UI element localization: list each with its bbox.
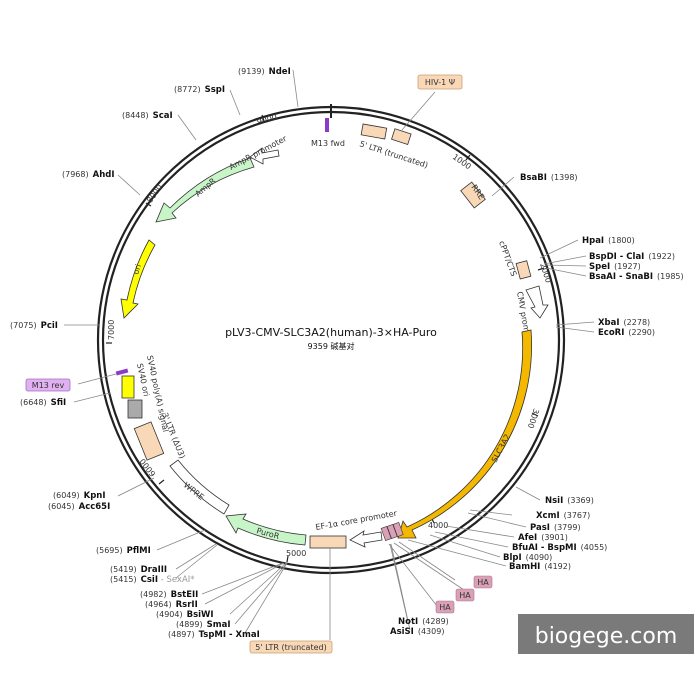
site-bsiwi: (4904)BsiWI — [156, 610, 214, 620]
site-bsaai: BsaAI - SnaBI(1985) — [589, 272, 684, 282]
cppt-label: cPPT/CTS — [497, 240, 518, 278]
ampr-promoter-label: AmpR promoter — [228, 134, 289, 172]
site-pasi: PasI(3799) — [530, 523, 581, 533]
site-noti: NotI(4289) — [398, 617, 449, 627]
site-csii: (5415)CsiI - SexAI* — [110, 575, 195, 585]
site-pcii: (7075)PciI — [10, 321, 58, 331]
site-ndei: (9139)NdeI — [238, 67, 291, 77]
ltr5b-label: 5' LTR (truncated) — [255, 643, 326, 652]
tick-9000: 9000 — [256, 112, 278, 127]
rre-box — [460, 181, 486, 209]
ori-arrow — [120, 239, 156, 319]
hiv-psi-label: HIV-1 Ψ — [425, 78, 455, 87]
ltr5-label: 5' LTR (truncated) — [358, 139, 429, 170]
slc3a2-label: SLC3A2 — [490, 433, 512, 464]
ltr3-box — [133, 421, 165, 461]
plasmid-size: 9359 碱基对 — [308, 341, 355, 351]
ori-label: ori — [131, 263, 143, 276]
m13-rev-box — [25, 378, 71, 392]
site-bfuai: BfuAI - BspMI(4055) — [512, 543, 607, 553]
site-hpai: HpaI(1800) — [582, 236, 635, 246]
watermark-text: biogege.com — [535, 624, 678, 649]
site-xcmi: XcmI(3767) — [536, 511, 590, 521]
slc3a2-arrow — [397, 329, 532, 539]
site-afei: AfeI(3901) — [518, 533, 568, 543]
site-rsrii: (4964)RsrII — [145, 600, 198, 610]
site-sspi: (8772)SspI — [174, 85, 225, 95]
tick-5000: 5000 — [286, 549, 306, 558]
m13-rev-label: M13 rev — [32, 381, 65, 390]
site-leaders-left — [64, 69, 299, 634]
site-pflmi: (5695)PflMI — [96, 546, 151, 556]
watermark-box — [518, 614, 694, 654]
cppt-box — [515, 260, 532, 280]
cmv-promoter-arrow — [525, 285, 549, 319]
site-tspmi: (4897)TspMI - XmaI — [168, 630, 260, 640]
puror-arrow — [225, 513, 307, 546]
m13-rev-leader — [77, 373, 117, 385]
ha-box-1-label: HA — [477, 578, 489, 587]
site-asisi: AsiSI(4309) — [390, 627, 444, 637]
site-blpi: BlpI(4090) — [503, 553, 552, 563]
backbone-outer — [96, 105, 566, 575]
ha-tags — [380, 521, 404, 541]
m13-fwd-marker — [325, 118, 329, 132]
ampr-promoter-arrow — [249, 147, 280, 165]
hiv-psi-box — [417, 74, 463, 90]
site-ecori: EcoRI(2290) — [598, 328, 655, 338]
ha-box-2 — [455, 588, 475, 602]
plasmid-title: pLV3-CMV-SLC3A2(human)-3×HA-Puro — [225, 326, 437, 339]
site-kpni: (6049)KpnI — [53, 491, 106, 501]
site-leaders-right — [388, 176, 595, 631]
ef1a-arrow — [349, 530, 383, 548]
ha-box-3 — [435, 600, 455, 614]
ltr5-box-2 — [391, 128, 412, 145]
sv40-ori-box — [121, 375, 135, 399]
ha-box-2-label: HA — [459, 591, 471, 600]
site-xbai: XbaI(2278) — [598, 318, 650, 328]
ltr5b-box — [309, 535, 347, 549]
m13-fwd-label: M13 fwd — [311, 139, 345, 148]
site-bsteii: (4982)BstEII — [140, 590, 198, 600]
site-nsii: NsiI(3369) — [545, 496, 594, 506]
tick-4000: 4000 — [428, 521, 448, 530]
tick-8000: 8000 — [145, 183, 164, 205]
site-bamhi: BamHI(4192) — [509, 562, 571, 572]
tick-7000: 7000 — [107, 320, 116, 340]
tick-3000: 3000 — [526, 407, 541, 429]
ha-box-3-label: HA — [439, 603, 451, 612]
site-bspdi: BspDI - ClaI(1922) — [589, 252, 675, 262]
ampr-arrow — [155, 157, 255, 223]
site-ahdi: (7968)AhdI — [62, 170, 115, 180]
wpre-arrow — [169, 459, 230, 515]
tick-marks — [106, 114, 545, 563]
hiv-leader — [401, 91, 436, 131]
site-acc65i: (6045)Acc65I — [48, 502, 110, 512]
site-draiii: (5419)DraIII — [110, 565, 167, 575]
site-spei: SpeI(1927) — [589, 262, 641, 272]
m13-rev-marker — [115, 368, 129, 376]
ltr5-box-1 — [360, 123, 388, 140]
site-scai: (8448)ScaI — [122, 111, 173, 121]
ltr5b-label-box — [249, 640, 333, 654]
site-bsabi: BsaBI(1398) — [520, 173, 578, 183]
sv40-polya-box — [127, 399, 143, 419]
site-sfii: (6648)SfiI — [20, 398, 66, 408]
backbone-inner — [101, 110, 561, 570]
site-smai: (4899)SmaI — [176, 620, 231, 630]
ha-box-1 — [473, 575, 493, 589]
